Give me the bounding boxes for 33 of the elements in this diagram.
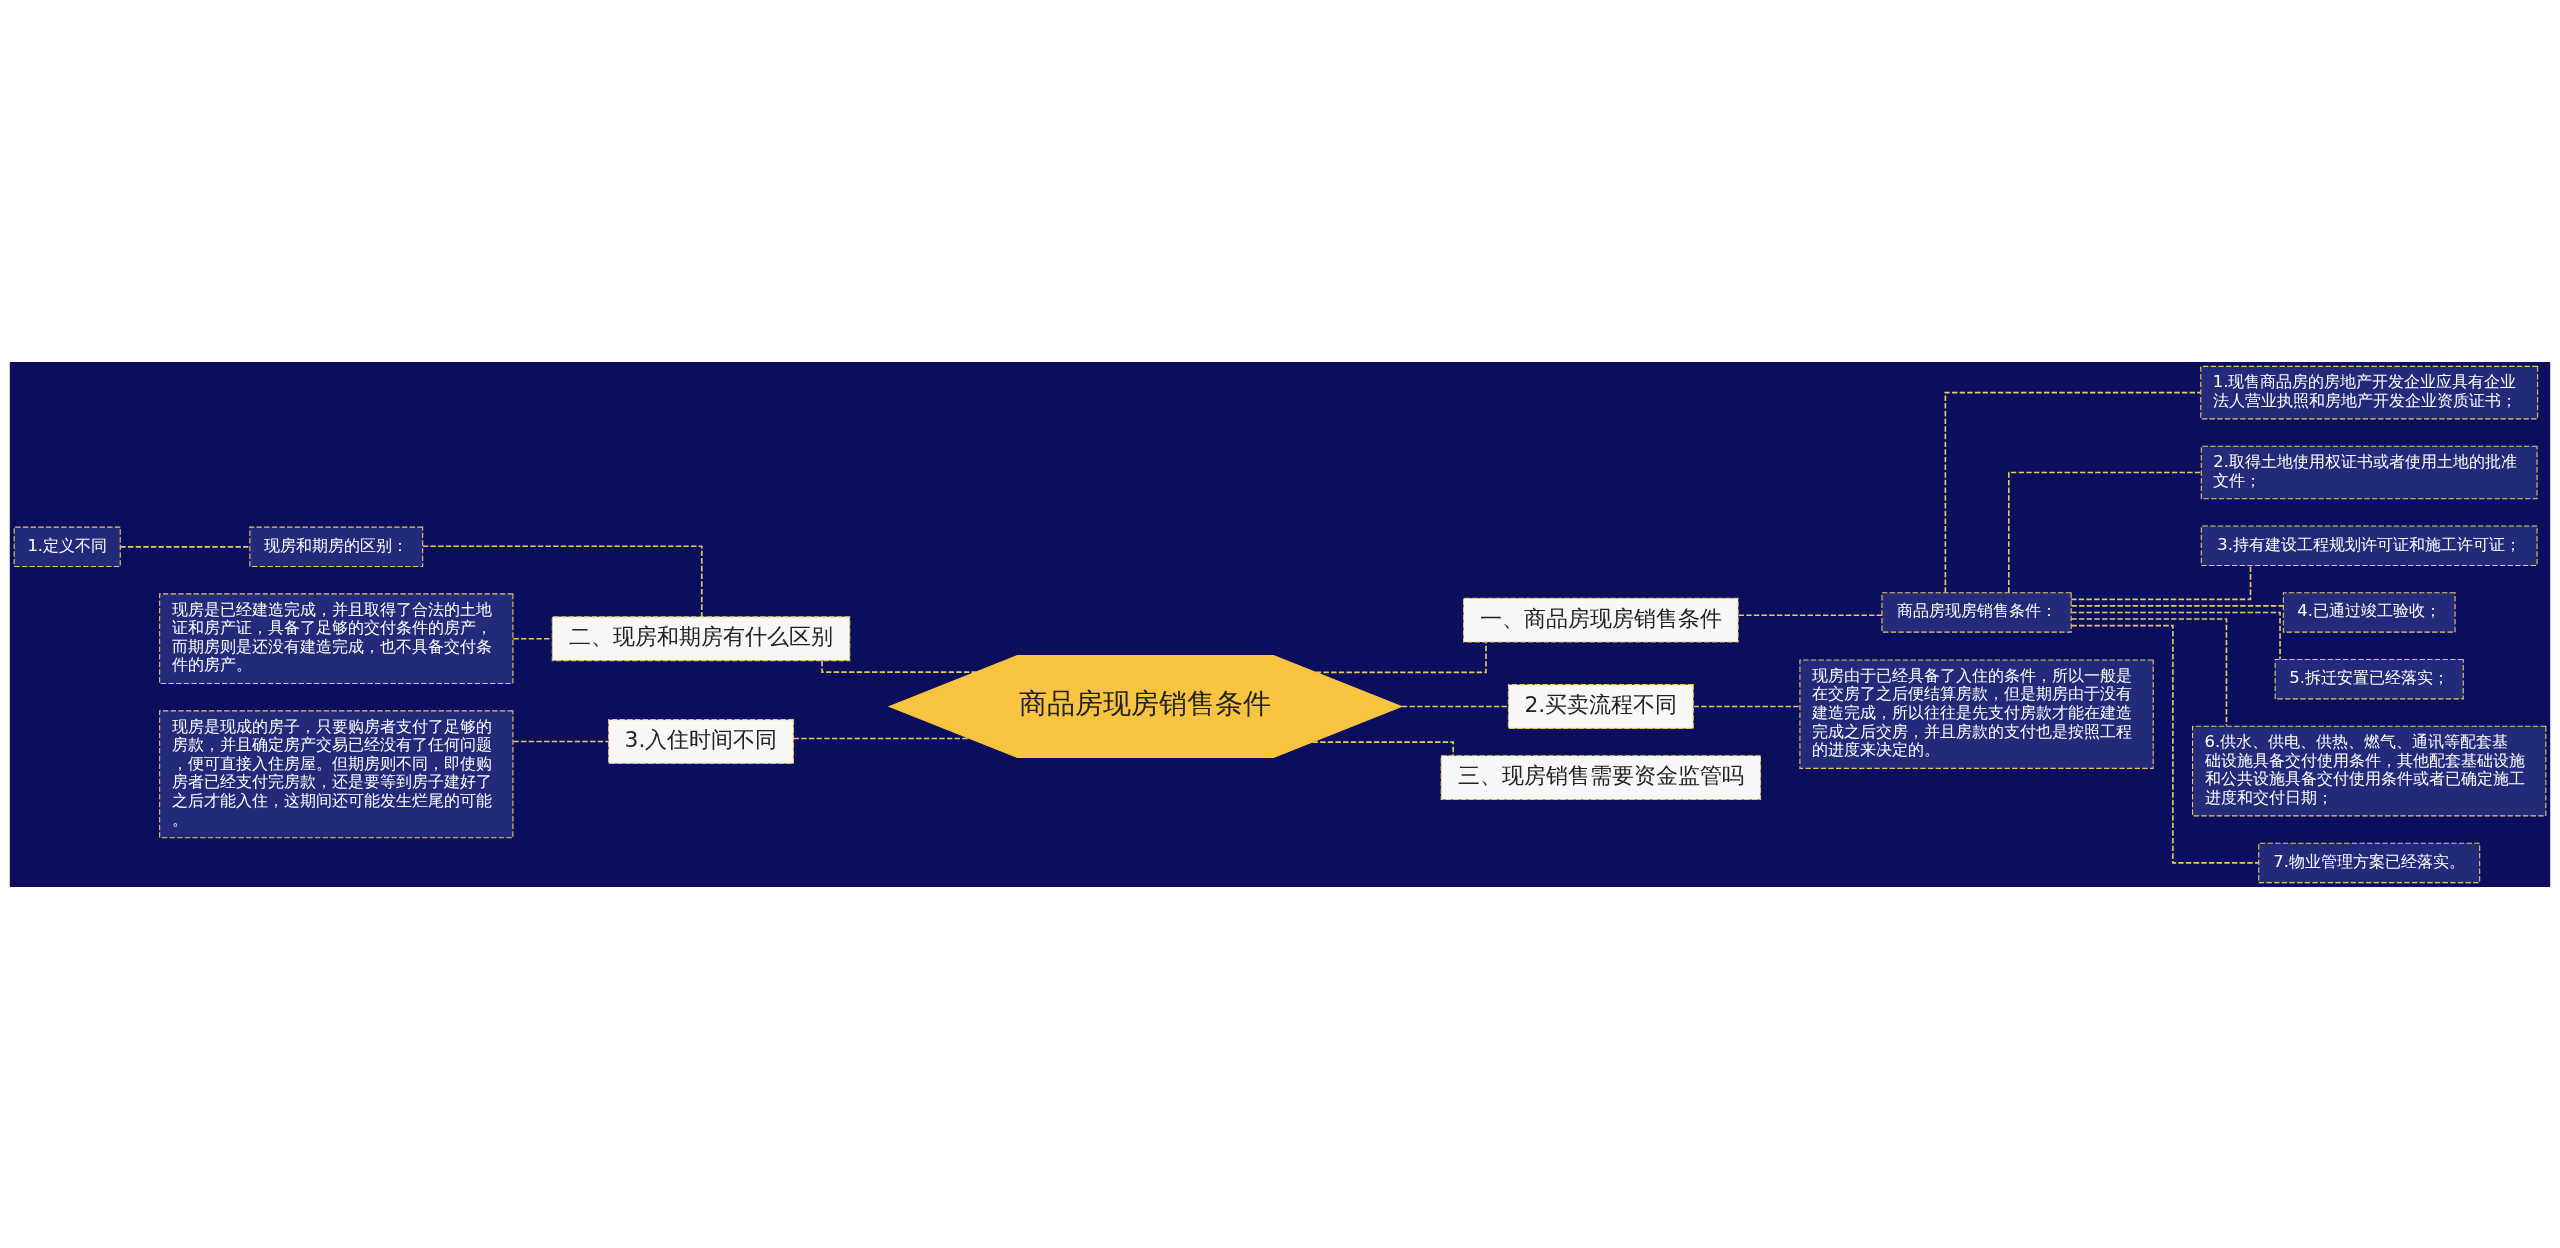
connector	[1737, 613, 1883, 616]
connector	[2070, 617, 2228, 727]
connector	[2070, 611, 2281, 660]
node-box: 1.定义不同	[13, 526, 121, 567]
node-box: 5.拆迁安置已经落实；	[2274, 658, 2464, 699]
node-box: 6.供水、供电、供热、燃气、通讯等配套基础设施具备交付使用条件，其他配套基础设施和公共设施具备交付使用条件或者已确定施工进度和交付日期；	[2192, 725, 2547, 816]
node-box: 现房是已经建造完成，并且取得了合法的土地证和房产证，具备了足够的交付条件的房产，而期房则是还没有建造完成，也不具备交付条件的房产。	[159, 592, 514, 684]
node-box: 1.现售商品房的房地产开发企业应具有企业法人营业执照和房地产开发企业资质证书；	[2200, 365, 2539, 419]
connector	[1400, 705, 1510, 707]
node-box: 2.买卖流程不同	[1507, 683, 1694, 729]
node-box: 现房是现成的房子，只要购房者支付了足够的房款，并且确定房产交易已经没有了任何问题，便可直接入住房屋。但期房则不同，即使购房者已经支付完房款，还是要等到房子建好了之后才能入住，这期间还可能发生烂尾的可能。	[159, 709, 514, 838]
connector	[1692, 705, 1801, 707]
node-box: 现房和期房的区别：	[249, 526, 424, 567]
connector	[1311, 740, 1454, 757]
connector	[512, 740, 610, 742]
connector	[2070, 564, 2252, 600]
connector	[2008, 471, 2202, 594]
connector	[422, 544, 703, 618]
node-box: 一、商品房现房销售条件	[1463, 597, 1739, 643]
node-box: 3.持有建设工程规划许可证和施工许可证；	[2200, 525, 2538, 566]
connector	[1944, 391, 2202, 593]
node-box: 4.已通过竣工验收；	[2282, 591, 2456, 633]
node-box: 3.入住时间不同	[608, 718, 794, 764]
node-box: 7.物业管理方案已经落实。	[2258, 842, 2481, 883]
node-box: 现房由于已经具备了入住的条件，所以一般是在交房了之后便结算房款，但是期房由于没有建造完成，所以往往是先支付房款才能在建造完成之后交房，并且房款的支付也是按照工程的进度来决定的。	[1799, 659, 2154, 769]
connector	[2070, 604, 2284, 607]
connector	[792, 737, 971, 739]
node-box: 二、现房和期房有什么区别	[551, 615, 851, 661]
connector	[119, 545, 251, 548]
node-box: 2.取得土地使用权证书或者使用土地的批准文件；	[2200, 445, 2538, 499]
node-box: 商品房现房销售条件：	[1881, 591, 2072, 633]
node-box: 三、现房销售需要资金监管吗	[1440, 754, 1762, 800]
connector	[2070, 624, 2260, 864]
